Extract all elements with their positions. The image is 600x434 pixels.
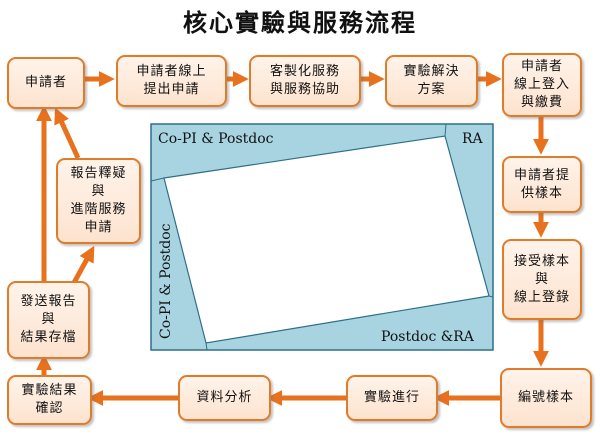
- diagram-title: 核心實驗與服務流程: [183, 8, 417, 37]
- panel-label-top-right: RA: [462, 131, 484, 147]
- step-run-experiment: 實驗進行: [346, 375, 438, 421]
- team-panel-divider-right: [488, 295, 494, 298]
- step-experiment-solution: 實驗解決 方案: [385, 55, 478, 107]
- step-data-analysis: 資料分析: [178, 375, 271, 421]
- team-panel-divider-bottom: [205, 342, 208, 351]
- step-number-sample: 編號樣本: [500, 368, 592, 428]
- step-report-clarification: 報告釋疑 與 進階服務 申請: [56, 158, 141, 244]
- step-send-report: 發送報告 與 結果存檔: [7, 281, 90, 359]
- step-receive-sample: 接受樣本 與 線上登錄: [502, 239, 582, 320]
- step-custom-service: 客製化服務 與服務協助: [249, 55, 361, 107]
- panel-label-top-left: Co-PI & Postdoc: [158, 131, 274, 147]
- step-applicant: 申請者: [7, 57, 85, 109]
- panel-label-bottom-right: Postdoc &RA: [381, 329, 475, 345]
- step-login-and-pay: 申請者 線上登入 與繳費: [502, 53, 582, 117]
- team-panel-divider-top-right: [444, 123, 447, 137]
- team-panel-divider-top: [150, 177, 165, 182]
- panel-label-left: Co-PI & Postdoc: [158, 223, 174, 339]
- step-online-application: 申請者線上 提出申請: [116, 55, 227, 107]
- step-provide-sample: 申請者提 供樣本: [502, 156, 582, 213]
- step-confirm-results: 實驗結果 確認: [7, 375, 92, 425]
